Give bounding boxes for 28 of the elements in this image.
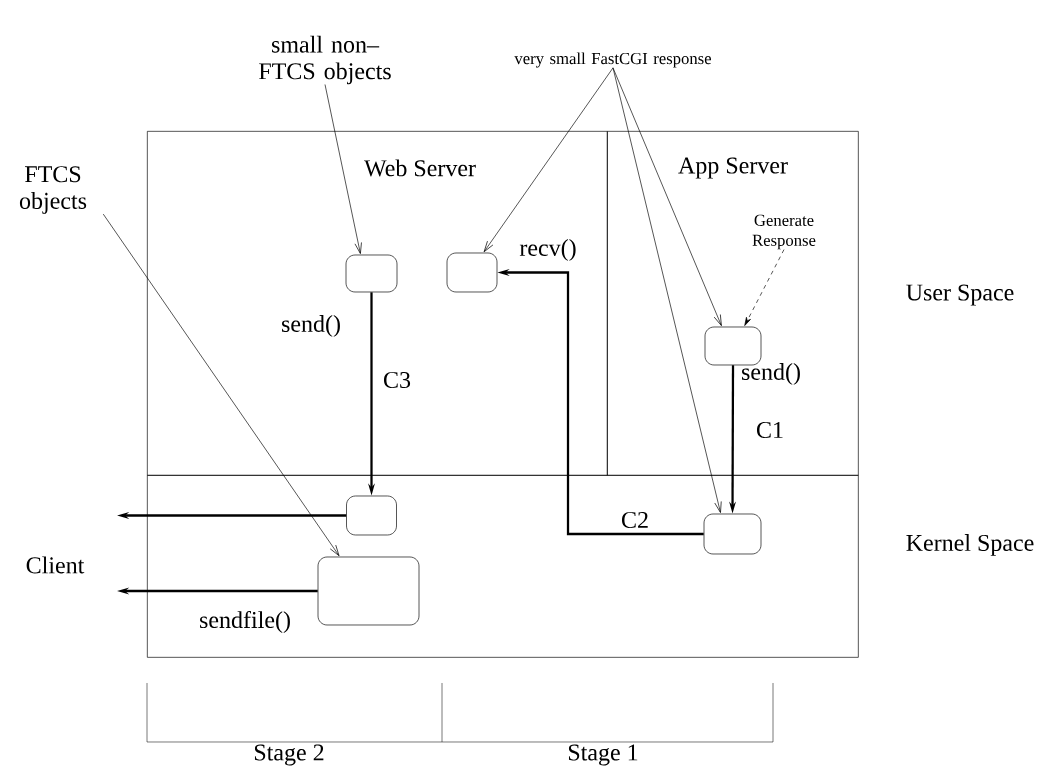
- side-label: User Space: [906, 284, 1014, 306]
- call-label: send(): [742, 363, 800, 385]
- process-box: [346, 495, 397, 536]
- process-box: [446, 252, 498, 293]
- process-box: [345, 254, 398, 293]
- leader-arrow: [102, 213, 340, 557]
- leader-arrow: [324, 84, 362, 254]
- side-label: Client: [26, 556, 85, 574]
- process-box: [703, 513, 762, 555]
- annotation-text: very small FastCGI response: [514, 52, 711, 68]
- call-label: recv(): [519, 239, 576, 261]
- side-label: Kernel Space: [906, 534, 1034, 556]
- side-label: Stage 2: [254, 744, 324, 766]
- call-label: send(): [282, 315, 340, 337]
- process-box: [317, 556, 420, 626]
- annotation-text: small non–FTCS objects: [259, 35, 391, 85]
- leader-arrow: [612, 67, 722, 513]
- annotation-text: FTCS objects: [19, 166, 87, 214]
- edge-label: C1: [754, 420, 786, 440]
- edge-label: C2: [619, 510, 651, 530]
- dashed-arrow: [744, 249, 785, 326]
- annotation-text: Generate Response: [752, 214, 816, 250]
- leader-arrow: [483, 67, 614, 253]
- edge-label: C3: [381, 370, 413, 390]
- side-label: Stage 1: [568, 744, 638, 766]
- leader-arrow: [612, 67, 722, 326]
- edge-label: sendfile(): [197, 609, 293, 635]
- kernel-panel: [147, 475, 859, 658]
